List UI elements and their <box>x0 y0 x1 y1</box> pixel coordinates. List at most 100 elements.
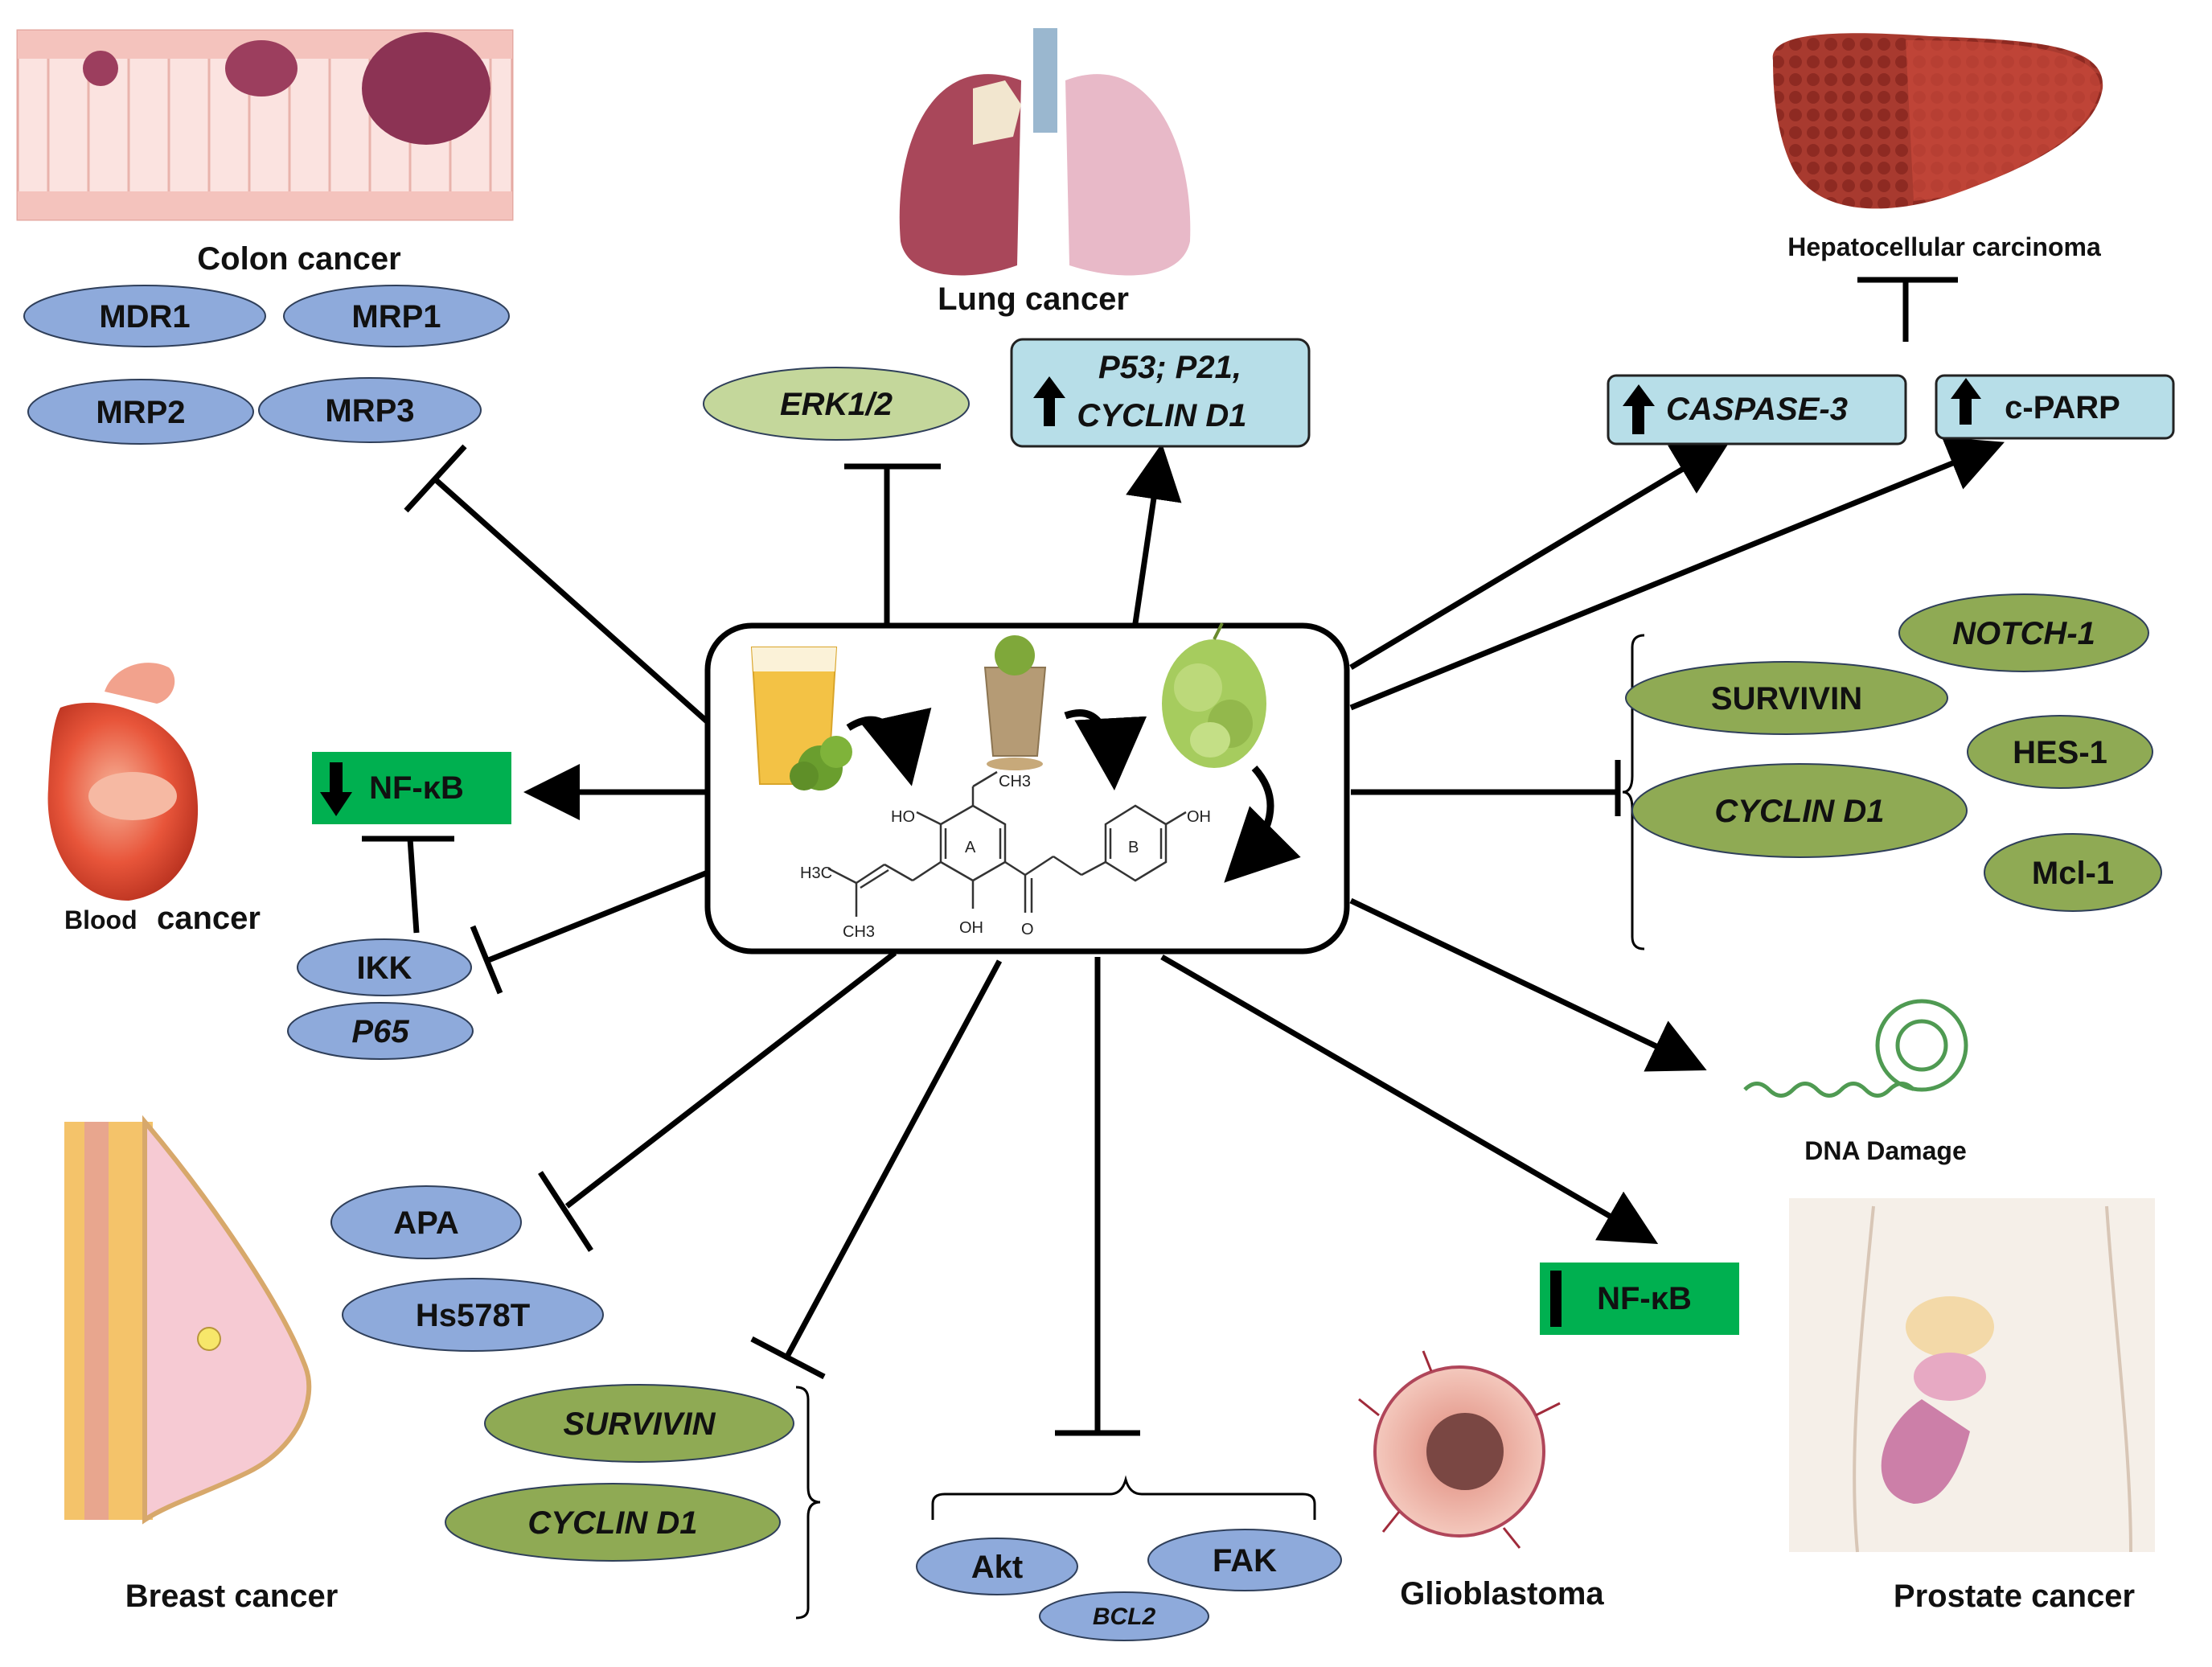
fak-label: FAK <box>1213 1543 1277 1579</box>
colon-inhibition-bar <box>404 444 467 513</box>
p53-box <box>1010 338 1311 448</box>
ikk-ellipse <box>297 938 472 996</box>
braces <box>795 634 1645 1620</box>
cparp-box <box>1935 374 2175 440</box>
fak-ellipse <box>1147 1529 1342 1591</box>
breast-survivin-inhibition-line <box>785 959 1003 1357</box>
survivin-right-ellipse <box>1625 661 1948 735</box>
survivin-bottom-label: SURVIVIN <box>564 1406 716 1442</box>
methyl-top-label: CH3 <box>999 773 1031 790</box>
lung-cancer-label: Lung cancer <box>938 281 1129 317</box>
blood-cancer-prefix: Blood <box>64 905 137 934</box>
bar-icon-nfkb-right <box>1550 1271 1562 1327</box>
dna-damage-label: DNA Damage <box>1804 1136 1967 1165</box>
mrp2-label: MRP2 <box>96 395 185 430</box>
prostate-illustration <box>1789 1198 2155 1553</box>
up-arrow-icon-cparp <box>1951 378 1981 425</box>
ch3-bottom-label: CH3 <box>843 923 875 941</box>
mrp1-ellipse <box>283 285 510 347</box>
liver-illustration <box>1772 33 2103 209</box>
breast-survivin-inhibition-bar <box>750 1336 826 1380</box>
direction-arrows <box>320 376 1981 1327</box>
cyclin-bottom-ellipse <box>445 1483 781 1562</box>
glioblastoma-illustration <box>1358 1350 1561 1549</box>
ho-top-label: HO <box>891 808 915 826</box>
p53-line1-label: P53; P21, <box>1098 350 1241 385</box>
mrp3-ellipse <box>258 377 482 443</box>
apa-label: APA <box>393 1205 458 1241</box>
cancer-labels: Colon cancer Lung cancer Hepatocellular … <box>64 232 2135 1614</box>
mdr1-ellipse <box>23 285 266 347</box>
mrp1-label: MRP1 <box>351 299 441 335</box>
caspase-activation-arrow <box>1349 440 1731 671</box>
up-arrow-icon-p53 <box>1033 376 1065 426</box>
hop-cone-icon <box>1162 622 1266 768</box>
hop-cup-icon <box>983 635 1047 770</box>
up-arrow-icon-caspase <box>1623 384 1655 434</box>
p65-ellipse <box>287 1002 474 1060</box>
nfkb-left-box <box>312 752 511 824</box>
prostate-cancer-label: Prostate cancer <box>1894 1579 2135 1614</box>
ring-a-label: A <box>965 839 976 856</box>
prostate-nfkb-arrow <box>1160 954 1659 1245</box>
target-labels: MDR1 MRP1 MRP2 MRP3 ERK1/2 P53; P21, CYC… <box>96 299 2120 1630</box>
blood-cancer-suffix: cancer <box>157 901 261 936</box>
survivin-bottom-ellipse <box>484 1384 794 1463</box>
hes1-ellipse <box>1967 715 2153 789</box>
ikk-inhibition-bar <box>470 925 503 995</box>
xanthohumol-structure <box>827 770 1187 917</box>
apa-ellipse <box>330 1185 522 1259</box>
connectors <box>362 277 2005 1436</box>
erk-label: ERK1/2 <box>780 387 893 422</box>
activation-boxes <box>312 338 2175 1335</box>
blood-illustration <box>47 663 199 901</box>
liver-cancer-label: Hepatocellular carcinoma <box>1787 232 2101 261</box>
right-brace <box>1622 634 1645 951</box>
breast-apa-inhibition-line <box>564 951 897 1209</box>
oh-bottom-label: OH <box>959 919 983 937</box>
ring-b-label: B <box>1128 839 1139 856</box>
cyclin-right-ellipse <box>1631 763 1968 858</box>
central-compound-box: HO CH3 OH A B H3C CH3 OH O <box>704 622 1350 955</box>
p65-label: P65 <box>351 1014 409 1049</box>
glioblastoma-label: Glioblastoma <box>1400 1576 1604 1612</box>
hs578t-ellipse <box>342 1278 604 1352</box>
akt-label: Akt <box>971 1550 1023 1585</box>
breast-apa-inhibition-bar <box>538 1171 593 1252</box>
lung-activation-arrow <box>1126 443 1182 624</box>
caspase-label: CASPASE-3 <box>1666 392 1848 427</box>
notch-ellipse <box>1898 593 2149 672</box>
cyclin-right-label: CYCLIN D1 <box>1714 794 1884 829</box>
breast-illustration <box>64 1115 312 1525</box>
ikk-label: IKK <box>357 951 412 986</box>
ikk-nfkb-inhibition-line <box>407 838 420 934</box>
ketone-o-label: O <box>1021 921 1034 938</box>
colon-inhibition-line <box>432 476 716 730</box>
beer-glass-icon <box>750 647 852 790</box>
mdr1-label: MDR1 <box>99 299 190 335</box>
down-arrow-icon-nfkb <box>320 762 352 816</box>
lung-illustration <box>899 28 1191 276</box>
akt-ellipse <box>916 1538 1078 1595</box>
notch-label: NOTCH-1 <box>1952 616 2095 651</box>
bcl2-label: BCL2 <box>1093 1603 1156 1630</box>
curved-arrow-2 <box>1064 709 1147 790</box>
curved-arrow-1 <box>846 707 932 786</box>
caspase-box <box>1607 374 1907 445</box>
bottom-left-brace <box>795 1386 821 1620</box>
bcl2-ellipse <box>1039 1591 1209 1641</box>
hes1-label: HES-1 <box>2013 735 2107 770</box>
target-nodes <box>23 285 2162 1641</box>
p53-line2-label: CYCLIN D1 <box>1077 398 1246 433</box>
nfkb-right-label: NF-κB <box>1597 1281 1692 1316</box>
dna-illustration <box>1743 999 1968 1098</box>
nfkb-left-label: NF-κB <box>369 770 464 806</box>
curved-arrow-3 <box>1224 765 1301 883</box>
erk-ellipse <box>703 367 970 441</box>
breast-cancer-label: Breast cancer <box>125 1579 339 1614</box>
colon-cancer-label: Colon cancer <box>197 241 400 277</box>
mrp3-label: MRP3 <box>325 393 414 429</box>
mcl1-ellipse <box>1984 833 2162 912</box>
bottom-brace <box>931 1475 1316 1520</box>
